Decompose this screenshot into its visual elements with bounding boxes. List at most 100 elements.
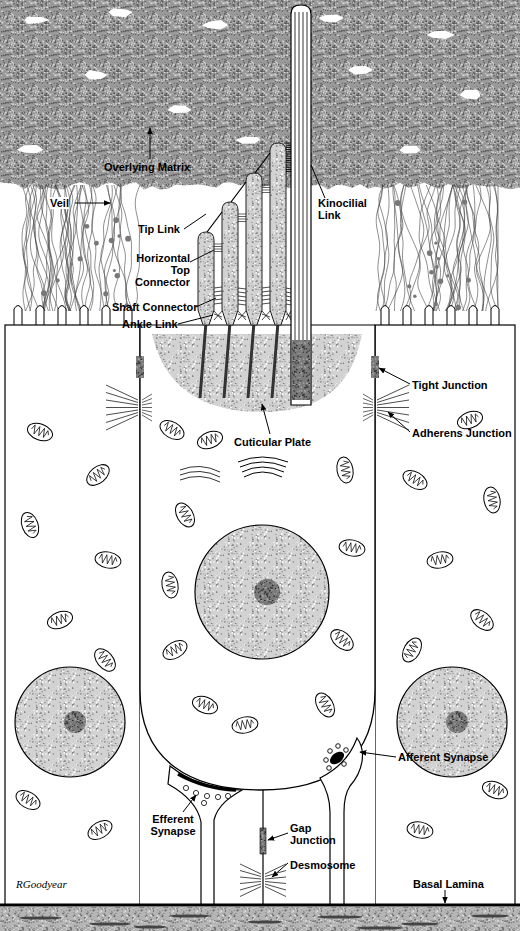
golgi-apparatus — [244, 472, 282, 477]
kinocilium — [292, 340, 310, 400]
mitochondrion — [157, 417, 188, 444]
kinocilium — [286, 149, 291, 150]
efferent-terminal — [215, 794, 220, 799]
mitochondrion — [13, 408, 510, 843]
stereocilia-links — [286, 300, 291, 301]
stereocilia-links — [214, 303, 222, 304]
mitochondrion — [96, 650, 114, 670]
nucleus — [446, 711, 468, 733]
cell-contact — [240, 790, 286, 905]
mitochondrion — [480, 778, 510, 802]
mitochondrion — [88, 465, 108, 483]
veil-fibres — [75, 185, 83, 311]
supporting-cell — [381, 306, 389, 327]
cell-contact — [265, 887, 286, 897]
veil-fibres — [462, 185, 492, 311]
veil-fibres — [427, 250, 433, 256]
overlying-matrix — [167, 105, 191, 113]
veil-fibres — [395, 200, 401, 206]
mitochondrion — [460, 412, 480, 427]
basal-lamina — [170, 914, 210, 917]
cell-contact — [240, 882, 261, 884]
cell-contact — [240, 871, 261, 877]
stereocilium — [200, 322, 206, 398]
afferent-terminal — [344, 748, 349, 753]
veil-fibres — [42, 185, 49, 311]
overlying-matrix — [426, 31, 455, 39]
mitochondrion — [85, 817, 116, 844]
supporting-cell — [36, 306, 44, 327]
overlying-matrix — [235, 137, 261, 144]
cell-junction — [363, 415, 373, 421]
part-label: Veil — [50, 197, 69, 209]
overlying-matrix — [109, 8, 133, 17]
mitochondrion — [94, 550, 122, 570]
veil-fibres — [452, 185, 464, 311]
overlying-matrix — [25, 17, 50, 24]
mitochondrion — [160, 571, 180, 599]
mitochondrion — [339, 460, 351, 479]
cell-junction — [106, 407, 138, 408]
stereocilia-links — [238, 311, 246, 320]
veil-fibres — [125, 236, 131, 242]
stereocilia-links — [262, 190, 270, 191]
stereocilia-links — [286, 311, 291, 320]
stereocilia-links — [262, 291, 270, 292]
mitochondrion — [406, 820, 434, 840]
veil-fibres — [434, 185, 461, 311]
mitochondrion — [410, 824, 429, 836]
veil-fibres — [113, 217, 119, 223]
cell-junction — [142, 410, 152, 412]
cell-contact — [260, 828, 266, 854]
nucleus — [254, 579, 280, 605]
part-label: Kinocilial Link — [318, 197, 370, 221]
mitochondrion — [430, 554, 449, 566]
veil-fibres — [94, 241, 99, 246]
kinocilium — [286, 169, 291, 170]
mitochondrion — [83, 461, 113, 490]
leader-line — [272, 863, 288, 877]
cell-junction — [136, 356, 144, 378]
cell-junction — [363, 399, 373, 403]
veil-fibres — [80, 185, 88, 311]
veil-fibres — [475, 185, 483, 311]
cell-junction — [142, 407, 152, 408]
basal-lamina — [0, 904, 520, 907]
veil-fibres — [465, 185, 478, 311]
part-label: Desmosome — [290, 859, 355, 871]
basal-lamina — [356, 926, 404, 929]
mitochondrion — [18, 510, 42, 540]
afferent-terminal — [324, 758, 329, 763]
cell-contact — [240, 864, 261, 874]
mitochondrion — [30, 424, 50, 439]
mitochondrion — [312, 690, 339, 721]
efferent-terminal — [183, 785, 188, 790]
mitochondrion — [195, 697, 215, 712]
veil-fibres — [400, 185, 419, 311]
veil-fibres — [466, 278, 471, 283]
veil-fibres — [84, 185, 94, 311]
kinocilium — [286, 5, 311, 405]
cell-contact — [240, 887, 261, 897]
supporting-cell — [80, 306, 88, 327]
veil-fibres — [88, 185, 97, 311]
mitochondrion — [200, 432, 220, 447]
mitochondrion — [473, 610, 493, 628]
supporting-cell — [102, 306, 110, 327]
supporting-cell — [14, 306, 22, 327]
veil-fibres — [378, 185, 386, 311]
efferent-terminal — [178, 774, 236, 790]
veil-fibres — [85, 224, 90, 229]
stereocilia-links — [238, 292, 246, 293]
leader-line — [184, 214, 206, 229]
hair-cell — [140, 325, 375, 790]
veil-fibres — [377, 185, 387, 311]
stereocilia-links — [286, 292, 291, 293]
leader-line — [262, 404, 270, 434]
veil-fibres — [106, 185, 131, 311]
cell-contact — [265, 882, 286, 884]
nucleus — [15, 667, 125, 777]
cuticular-plate — [152, 334, 362, 412]
efferent-terminal — [201, 800, 206, 805]
cell-junction — [142, 399, 152, 403]
